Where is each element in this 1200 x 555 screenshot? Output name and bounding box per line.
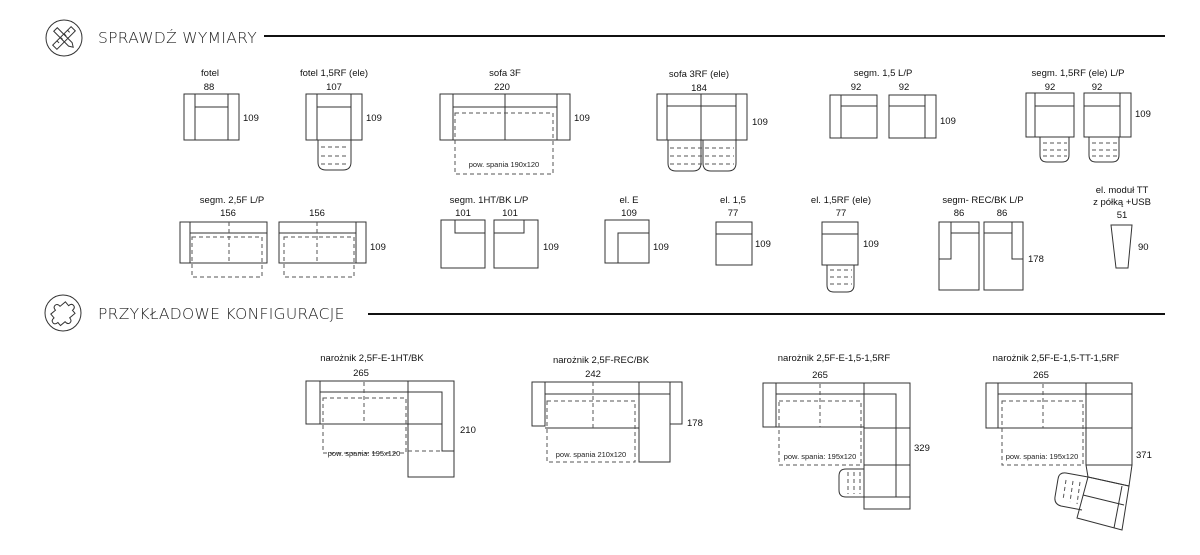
element-width: 156: [309, 208, 325, 219]
element-depth: 109: [940, 116, 956, 127]
config-depth: 178: [687, 418, 703, 429]
config-width: 265: [1033, 370, 1049, 381]
element-label: segm. 2,5F L/P: [200, 195, 264, 206]
element-segm-15: segm. 1,5 L/P 92 92 109: [829, 68, 956, 139]
section-header-dimensions: SPRAWDŹ WYMIARY: [45, 19, 1165, 57]
element-width: 92: [851, 82, 862, 93]
element-depth: 109: [366, 113, 382, 124]
element-label: el. E: [619, 195, 638, 206]
element-width: 109: [621, 208, 637, 219]
element-depth: 109: [1135, 109, 1151, 120]
sleeping-area-label: pow. spania: 195x120: [1006, 452, 1079, 461]
ruler-pencil-icon: [45, 19, 83, 57]
sleeping-area-label: pow. spania 210x120: [556, 450, 626, 459]
section-title: PRZYKŁADOWE KONFIGURACJE: [98, 305, 345, 323]
element-depth: 109: [755, 239, 771, 250]
element-label: segm. 1,5 L/P: [854, 68, 913, 79]
element-width: 92: [1045, 82, 1056, 93]
element-width: 77: [728, 208, 739, 219]
element-label: el. 1,5RF (ele): [811, 195, 871, 206]
element-label: sofa 3F: [489, 68, 521, 79]
sleeping-area-label: pow. spania: 195x120: [328, 449, 401, 458]
config-corner-e-15-tt-15rf: narożnik 2,5F-E-1,5-TT-1,5RF 265 pow. sp…: [985, 353, 1152, 531]
config-depth: 210: [460, 425, 476, 436]
element-label: fotel 1,5RF (ele): [300, 68, 368, 79]
element-width: 88: [204, 82, 215, 93]
element-depth: 109: [653, 242, 669, 253]
element-depth: 109: [863, 239, 879, 250]
config-label: narożnik 2,5F-E-1,5-1,5RF: [778, 353, 891, 364]
config-label: narożnik 2,5F-E-1HT/BK: [320, 353, 424, 364]
config-corner-rec-bk: narożnik 2,5F-REC/BK 242 pow. spania 210…: [531, 355, 703, 463]
element-width: 86: [997, 208, 1008, 219]
element-width: 51: [1117, 210, 1128, 221]
section-header-configurations: PRZYKŁADOWE KONFIGURACJE: [44, 294, 1165, 332]
element-label: el. 1,5: [720, 195, 746, 206]
config-corner-1ht-bk: narożnik 2,5F-E-1HT/BK 265 pow. spania: …: [305, 353, 476, 478]
element-label: segm- REC/BK L/P: [942, 195, 1023, 206]
element-width: 220: [494, 82, 510, 93]
element-depth: 109: [543, 242, 559, 253]
element-depth: 109: [752, 117, 768, 128]
config-label: narożnik 2,5F-E-1,5-TT-1,5RF: [993, 353, 1120, 364]
element-width: 156: [220, 208, 236, 219]
element-segm-1ht-bk: segm. 1HT/BK L/P 101 101 109: [440, 195, 559, 269]
element-width: 92: [1092, 82, 1103, 93]
element-label: segm. 1HT/BK L/P: [450, 195, 529, 206]
element-label: sofa 3RF (ele): [669, 69, 729, 80]
element-width: 86: [954, 208, 965, 219]
element-width: 101: [502, 208, 518, 219]
element-label: segm. 1,5RF (ele) L/P: [1032, 68, 1125, 79]
element-width: 77: [836, 208, 847, 219]
element-depth: 90: [1138, 242, 1149, 253]
element-segm-rec-bk: segm- REC/BK L/P 86 86 178: [938, 195, 1044, 291]
element-el-15rf: el. 1,5RF (ele) 77 109: [811, 195, 879, 293]
config-width: 242: [585, 369, 601, 380]
element-segm-15rf: segm. 1,5RF (ele) L/P 92 92 109: [1025, 68, 1151, 163]
element-width: 184: [691, 83, 707, 94]
config-width: 265: [812, 370, 828, 381]
section-title: SPRAWDŹ WYMIARY: [98, 28, 257, 47]
config-label: narożnik 2,5F-REC/BK: [553, 355, 650, 366]
config-depth: 329: [914, 443, 930, 454]
element-segm-25f: segm. 2,5F L/P 156 156 109: [179, 195, 386, 278]
element-fotel: fotel 88 109: [183, 68, 259, 141]
element-depth: 109: [574, 113, 590, 124]
element-depth: 109: [370, 242, 386, 253]
element-el-e: el. E 109 109: [604, 195, 669, 264]
sleeping-area-label: pow. spania 190x120: [469, 160, 539, 169]
element-tt-module: el. moduł TT z półką +USB 51 90: [1093, 185, 1151, 269]
config-corner-e-15-15rf: narożnik 2,5F-E-1,5-1,5RF 265 pow. spani…: [762, 353, 930, 510]
element-label: el. moduł TT: [1096, 185, 1149, 196]
element-el-15: el. 1,5 77 109: [715, 195, 771, 266]
puzzle-icon: [44, 294, 82, 332]
element-width: 107: [326, 82, 342, 93]
element-width: 101: [455, 208, 471, 219]
element-sofa-3f: sofa 3F 220 pow. spania 190x120 109: [439, 68, 590, 175]
element-label-line2: z półką +USB: [1093, 197, 1151, 208]
element-sofa-3rf: sofa 3RF (ele) 184 109: [656, 69, 768, 172]
config-width: 265: [353, 368, 369, 379]
element-depth: 178: [1028, 254, 1044, 265]
element-label: fotel: [201, 68, 219, 79]
config-depth: 371: [1136, 450, 1152, 461]
element-depth: 109: [243, 113, 259, 124]
element-fotel-15rf: fotel 1,5RF (ele) 107 109: [300, 68, 382, 171]
sleeping-area-label: pow. spania: 195x120: [784, 452, 857, 461]
element-width: 92: [899, 82, 910, 93]
